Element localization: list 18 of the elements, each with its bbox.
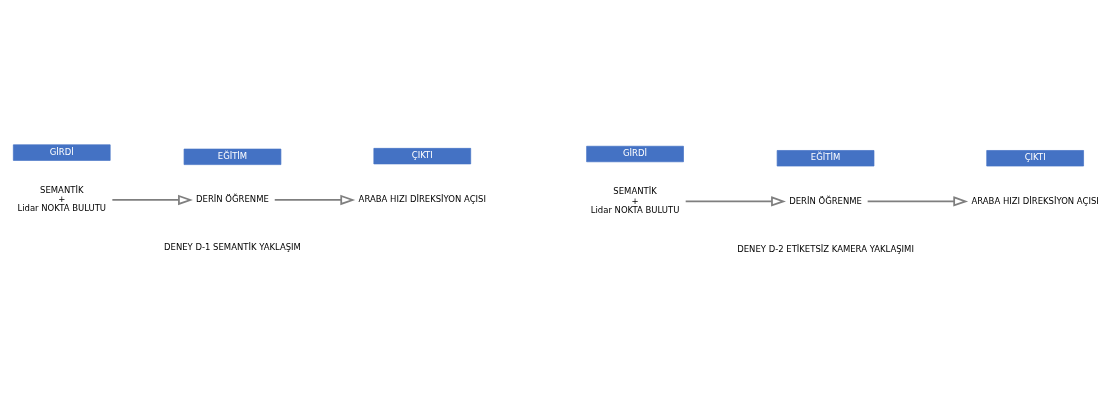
node-text: ARABA HIZI DİREKSİYON AÇISI <box>358 194 486 205</box>
node-text: SEMANTİK + Lidar NOKTA BULUTU <box>17 184 107 214</box>
node-text: DERİN ÖĞRENME <box>789 195 862 206</box>
node-box: ÇIKTI <box>373 148 472 165</box>
node-box: EĞİTİM <box>776 150 875 167</box>
node-text: ARABA HIZI DİREKSİYON AÇISI <box>971 195 1099 206</box>
label: DENEY D-2 ETİKETSİZ KAMERA YAKLAŞIMI <box>737 243 914 254</box>
arrow <box>866 196 969 207</box>
node-box: GİRDİ <box>13 144 111 161</box>
arrow <box>111 194 193 206</box>
arrow <box>273 194 356 206</box>
node-box: GİRDİ <box>586 145 684 163</box>
node-box: EĞİTİM <box>183 148 282 165</box>
node-text: SEMANTİK + Lidar NOKTA BULUTU <box>590 186 680 215</box>
arrow <box>684 196 786 207</box>
node-box: ÇIKTI <box>986 150 1084 167</box>
label: DENEY D-1 SEMANTİK YAKLAŞIM <box>164 242 301 253</box>
node-text: DERİN ÖĞRENME <box>196 194 269 205</box>
